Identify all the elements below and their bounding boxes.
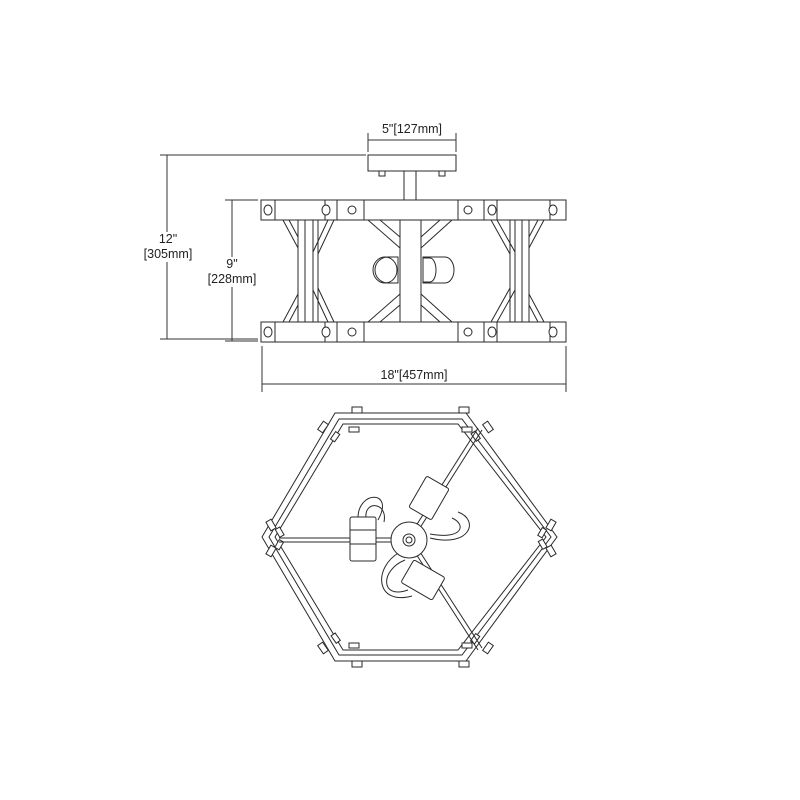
overall-width-label: 18"[457mm]	[380, 368, 448, 382]
canopy-screw	[438, 170, 446, 177]
top-frame-bar	[260, 199, 567, 221]
right-post	[490, 219, 545, 323]
center-post	[367, 219, 453, 323]
body-height-mm: [228mm]	[207, 272, 257, 286]
socket-left	[372, 256, 399, 284]
canopy	[367, 154, 457, 172]
body-height-label: 9" [228mm]	[204, 257, 260, 287]
overall-height-mm: [305mm]	[143, 247, 193, 261]
socket-northeast	[408, 476, 450, 520]
left-post	[282, 219, 335, 323]
body-height-in: 9"	[226, 257, 238, 271]
canopy-screw	[378, 170, 386, 177]
socket-southeast	[401, 559, 445, 601]
socket-west	[349, 516, 377, 562]
bottom-plan-view	[261, 406, 558, 668]
overall-height-label: 12" [305mm]	[140, 232, 196, 262]
side-elevation-view	[160, 133, 567, 392]
canopy-width-label: 5"[127mm]	[381, 122, 443, 136]
overall-height-in: 12"	[158, 232, 178, 246]
bottom-frame-bar	[260, 321, 567, 343]
socket-right	[422, 256, 455, 284]
inner-hex-frame	[274, 423, 547, 651]
